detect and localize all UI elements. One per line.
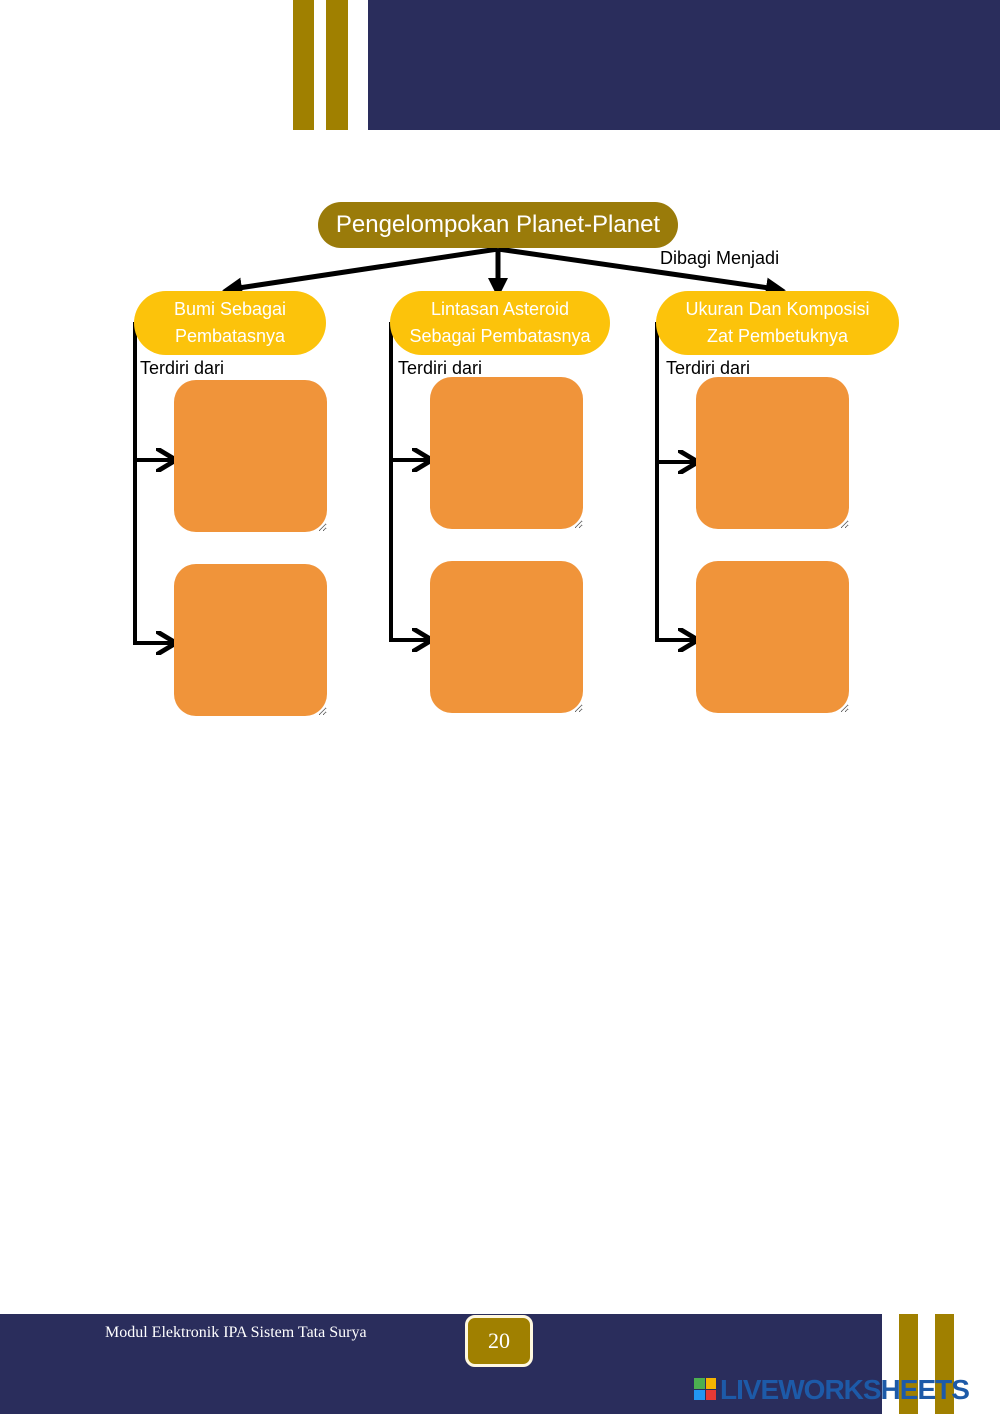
sub-label: Terdiri dari: [666, 358, 751, 378]
edge-label: Dibagi Menjadi: [660, 248, 780, 268]
answer-box-2-2[interactable]: [430, 561, 583, 713]
branch-title-line: Lintasan Asteroid: [430, 299, 570, 319]
answer-box-3-1[interactable]: [696, 377, 849, 529]
liveworksheets-brand[interactable]: LIVEWORKSHEETS: [720, 1374, 970, 1405]
branch-node-1: Bumi Sebagai Pembatasnya: [134, 291, 326, 355]
branch-title-line: Ukuran Dan Komposisi: [685, 299, 870, 319]
liveworksheets-logo-icon: [694, 1378, 716, 1400]
answer-box-1-2[interactable]: [174, 564, 327, 716]
sub-label: Terdiri dari: [398, 358, 483, 378]
branch-title-line: Sebagai Pembatasnya: [409, 326, 591, 346]
answer-box-2-1[interactable]: [430, 377, 583, 529]
branch-title-line: Zat Pembetuknya: [706, 326, 849, 346]
root-node: Pengelompokan Planet-Planet: [318, 202, 678, 248]
connector-arrows: [133, 246, 786, 760]
footer-banner: [0, 1314, 882, 1414]
branch-node-2: Lintasan Asteroid Sebagai Pembatasnya: [390, 291, 610, 355]
branch-node-3: Ukuran Dan Komposisi Zat Pembetuknya: [656, 291, 899, 355]
header-banner: [368, 0, 1000, 130]
answer-box-3-2[interactable]: [696, 561, 849, 713]
answer-box-1-1[interactable]: [174, 380, 327, 532]
header-gold-bar: [293, 0, 314, 130]
sub-label: Terdiri dari: [140, 358, 225, 378]
arrow-root-to-branch-3: [497, 246, 786, 298]
branch-title-line: Pembatasnya: [174, 326, 286, 346]
arrow-root-to-branch-1: [222, 246, 499, 298]
footer-gold-bar: [899, 1314, 918, 1414]
header-gold-bar: [326, 0, 348, 130]
page-number: 20: [465, 1315, 533, 1367]
footer-title: Modul Elektronik IPA Sistem Tata Surya: [105, 1324, 367, 1341]
branch-title-line: Bumi Sebagai: [173, 299, 287, 319]
footer-gold-bar: [935, 1314, 954, 1414]
